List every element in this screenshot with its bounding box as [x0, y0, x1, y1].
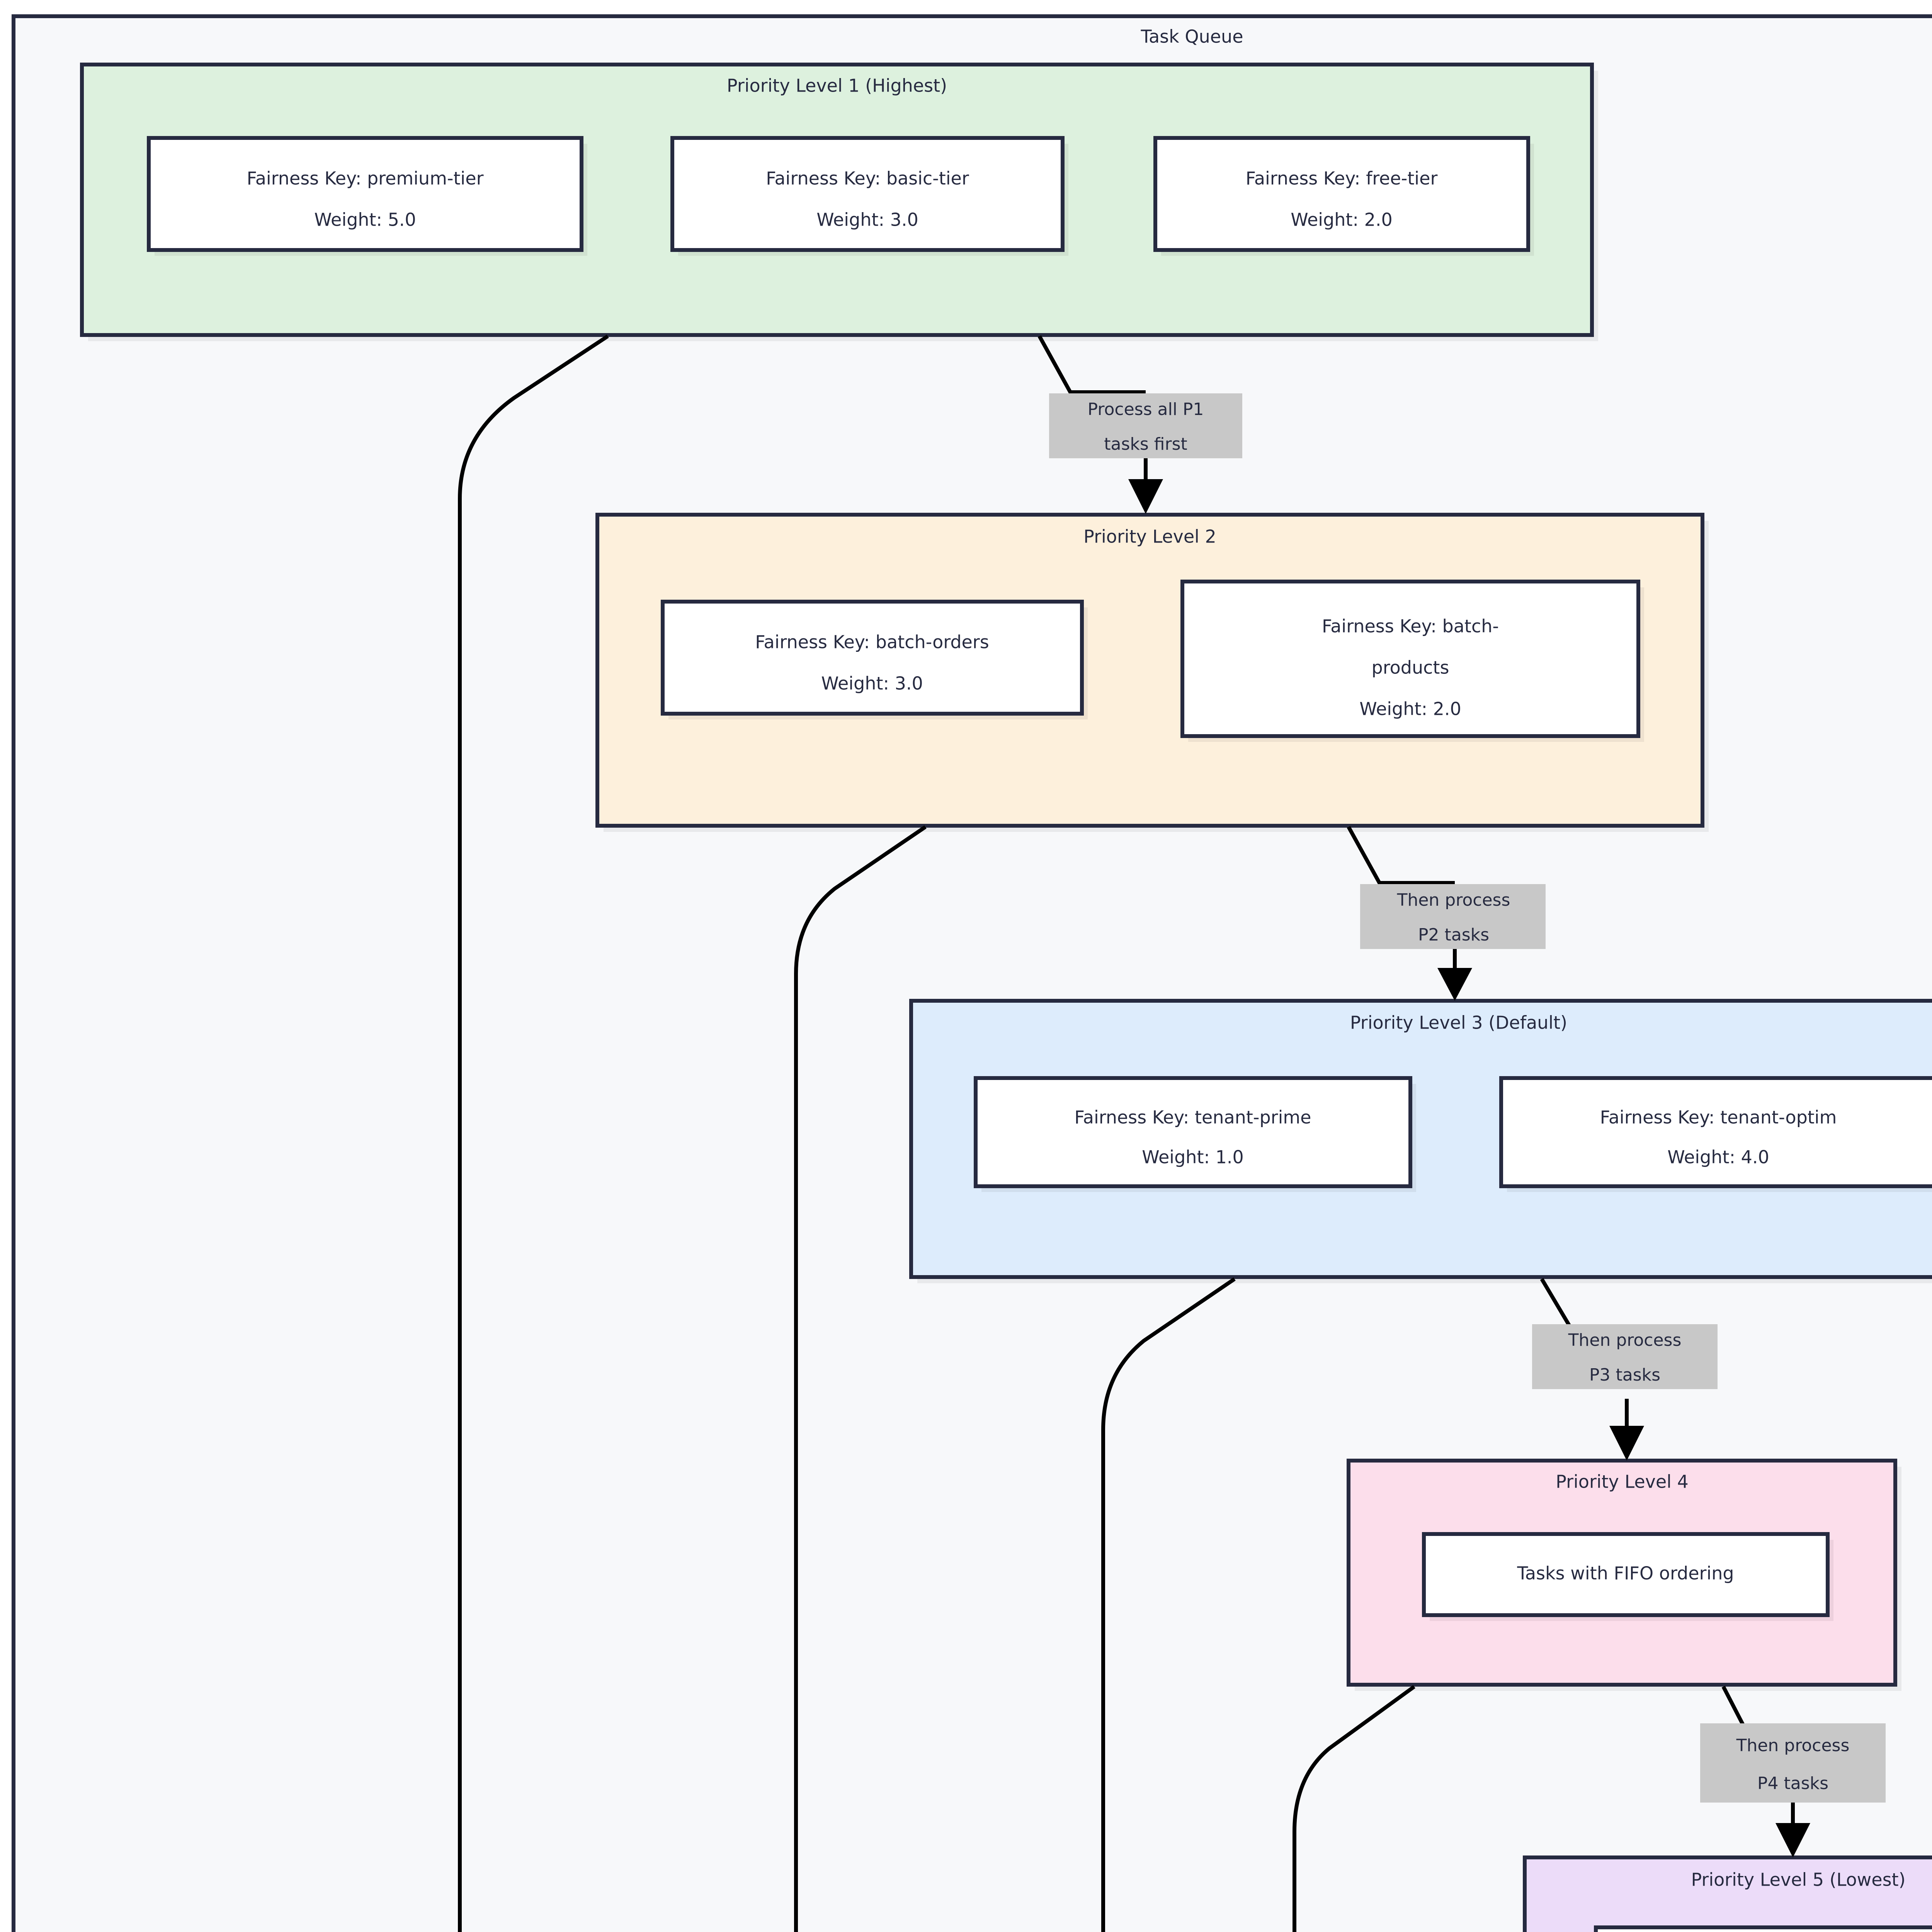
edge-p2-workers-path — [794, 825, 927, 1932]
node-p1-premium-line-1: Fairness Key: premium-tier — [247, 168, 483, 189]
edge-p2-to-p3: Then process P2 tasks — [1347, 826, 1546, 1001]
node-p2-orders-rect[interactable] — [661, 600, 1084, 716]
node-p3-tenant-optim[interactable]: Fairness Key: tenant-optim Weight: 4.0 — [1499, 1076, 1932, 1192]
node-p3-optim-rect[interactable] — [1499, 1076, 1932, 1188]
node-p3-tenant-prime[interactable]: Fairness Key: tenant-prime Weight: 1.0 — [974, 1076, 1416, 1192]
edge-p1-p2-label-line-1: Process all P1 — [1088, 400, 1204, 419]
edge-p3-workers-path — [1101, 1277, 1236, 1932]
node-p2-products-rect[interactable] — [1180, 580, 1640, 738]
edge-p4-p5-label-bg — [1700, 1723, 1886, 1803]
edge-p2-p3-label-bg — [1360, 884, 1546, 949]
edge-p4-p5-label-line-1: Then process — [1736, 1736, 1850, 1755]
node-p1-free-rect[interactable] — [1153, 136, 1530, 252]
node-p2-batch-orders[interactable]: Fairness Key: batch-orders Weight: 3.0 — [661, 600, 1088, 719]
edge-p1-to-workers — [458, 334, 609, 1932]
edge-p3-p4-arrowhead — [1609, 1426, 1644, 1461]
edge-p2-p3-label-line-1: Then process — [1397, 890, 1510, 910]
edge-p1-workers-path — [458, 334, 609, 1932]
node-p1-basic-line-1: Fairness Key: basic-tier — [766, 168, 969, 189]
node-p3-prime-rect[interactable] — [974, 1076, 1412, 1188]
node-p5-fifo-rect[interactable] — [1594, 1925, 1932, 1932]
cluster-priority-level-5: Priority Level 5 (Lowest) Tasks with FIF… — [1523, 1855, 1932, 1932]
node-p1-premium-rect[interactable] — [147, 136, 583, 252]
node-p1-premium-tier[interactable]: Fairness Key: premium-tier Weight: 5.0 — [147, 136, 587, 256]
cluster-p1-title: Priority Level 1 (Highest) — [727, 75, 947, 96]
cluster-p5-title: Priority Level 5 (Lowest) — [1691, 1869, 1905, 1890]
node-p3-prime-line-1: Fairness Key: tenant-prime — [1075, 1107, 1311, 1128]
node-p3-prime-line-2: Weight: 1.0 — [1142, 1147, 1244, 1168]
node-p1-basic-line-2: Weight: 3.0 — [816, 209, 918, 230]
edge-p1-p2-label-bg — [1049, 393, 1242, 458]
edge-p4-workers-path — [1293, 1685, 1415, 1932]
node-p4-fifo[interactable]: Tasks with FIFO ordering — [1422, 1532, 1833, 1621]
cluster-priority-level-1: Priority Level 1 (Highest) Fairness Key:… — [80, 63, 1598, 341]
edge-p2-p3-label-line-2: P2 tasks — [1418, 925, 1489, 945]
node-p1-free-tier[interactable]: Fairness Key: free-tier Weight: 2.0 — [1153, 136, 1534, 256]
cluster-p4-title: Priority Level 4 — [1556, 1471, 1689, 1492]
node-p2-batch-products[interactable]: Fairness Key: batch- products Weight: 2.… — [1180, 580, 1644, 742]
node-p2-orders-line-1: Fairness Key: batch-orders — [755, 632, 989, 653]
edge-p4-p5-arrowhead — [1776, 1823, 1810, 1857]
cluster-priority-level-4: Priority Level 4 Tasks with FIFO orderin… — [1347, 1459, 1901, 1691]
node-p1-basic-tier[interactable]: Fairness Key: basic-tier Weight: 3.0 — [670, 136, 1068, 256]
cluster-p3-title: Priority Level 3 (Default) — [1350, 1012, 1567, 1033]
edge-p3-p4-label-line-1: Then process — [1568, 1330, 1682, 1350]
edge-p1-p2-path-in — [1037, 335, 1146, 394]
node-p1-premium-line-2: Weight: 5.0 — [314, 209, 416, 230]
node-p1-free-line-2: Weight: 2.0 — [1291, 209, 1393, 230]
node-p1-free-line-1: Fairness Key: free-tier — [1246, 168, 1438, 189]
edge-p2-to-workers — [794, 825, 927, 1932]
node-p2-orders-line-2: Weight: 3.0 — [821, 673, 923, 694]
edge-p3-to-p4: Then process P3 tasks — [1532, 1278, 1718, 1461]
cluster-priority-level-2: Priority Level 2 Fairness Key: batch-ord… — [595, 513, 1709, 832]
node-p5-fifo[interactable]: Tasks with FIFO ordering — [1594, 1925, 1932, 1932]
cluster-p2-title: Priority Level 2 — [1083, 526, 1216, 547]
cluster-priority-level-3: Priority Level 3 (Default) Fairness Key:… — [909, 999, 1932, 1283]
node-p2-products-line-3: Weight: 2.0 — [1359, 699, 1461, 719]
edge-p4-p5-label-line-2: P4 tasks — [1757, 1774, 1828, 1793]
edge-p1-p2-label-line-2: tasks first — [1104, 434, 1187, 454]
node-p1-basic-rect[interactable] — [670, 136, 1065, 252]
edge-p2-p3-path-in — [1347, 826, 1455, 885]
node-p2-products-line-1: Fairness Key: batch- — [1322, 616, 1499, 637]
edge-p3-p4-label-bg — [1532, 1324, 1718, 1389]
node-p2-products-line-2: products — [1372, 657, 1449, 678]
outer-container-title: Task Queue — [1140, 26, 1243, 47]
edge-p1-to-p2: Process all P1 tasks first — [1037, 335, 1242, 514]
node-p3-optim-line-2: Weight: 4.0 — [1667, 1147, 1769, 1168]
edge-p4-to-workers — [1293, 1685, 1415, 1932]
edge-p2-p3-arrowhead — [1437, 968, 1472, 1001]
node-p4-fifo-rect[interactable] — [1422, 1532, 1830, 1617]
edge-p3-to-workers — [1101, 1277, 1236, 1932]
node-p4-fifo-line-1: Tasks with FIFO ordering — [1517, 1563, 1734, 1584]
cluster-p5-rect — [1523, 1855, 1932, 1932]
node-p3-optim-line-1: Fairness Key: tenant-optim — [1600, 1107, 1837, 1128]
edge-p1-p2-arrowhead — [1128, 479, 1163, 514]
edge-p3-p4-label-line-2: P3 tasks — [1589, 1365, 1660, 1385]
edge-p4-to-p5: Then process P4 tasks — [1700, 1685, 1886, 1857]
